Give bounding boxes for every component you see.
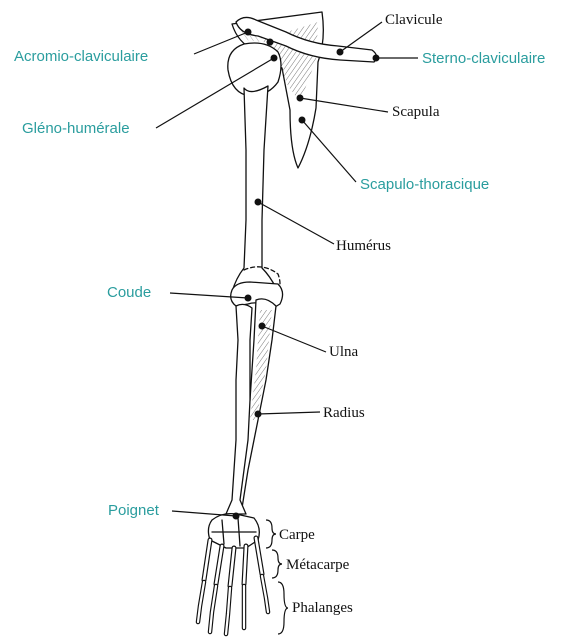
label-clavicule: Clavicule	[385, 11, 442, 29]
humerus-bone	[232, 86, 276, 292]
clavicule-leader	[340, 22, 382, 52]
scapulo-thoracique-dot	[299, 117, 306, 124]
scapula-dot	[297, 95, 304, 102]
radius-leader	[258, 412, 320, 414]
radius-dot	[255, 411, 262, 418]
label-carpe: Carpe	[279, 526, 315, 544]
acromio-claviculaire-dot	[245, 29, 252, 36]
humerus-dot	[255, 199, 262, 206]
poignet-dot	[233, 513, 240, 520]
ulna-dot	[259, 323, 266, 330]
label-sterno-claviculaire: Sterno-claviculaire	[422, 50, 545, 68]
label-metacarpe: Métacarpe	[286, 556, 349, 574]
coude-dot	[245, 295, 252, 302]
carpe-bracket	[266, 520, 276, 548]
sterno-claviculaire-dot	[373, 55, 380, 62]
label-ulna: Ulna	[329, 343, 358, 361]
label-scapula: Scapula	[392, 103, 439, 121]
label-radius: Radius	[323, 404, 365, 422]
clavicule-dot	[337, 49, 344, 56]
label-gleno-humerale: Gléno-humérale	[22, 120, 130, 138]
label-acromio-claviculaire: Acromio-claviculaire	[14, 48, 148, 66]
label-humerus: Humérus	[336, 237, 391, 255]
label-poignet: Poignet	[108, 502, 159, 520]
acromion-dot	[267, 39, 274, 46]
radius-bone	[226, 304, 252, 514]
label-phalanges: Phalanges	[292, 599, 353, 617]
label-coude: Coude	[107, 284, 151, 302]
phalanx-bones	[198, 576, 268, 634]
gleno-humerale-dot	[271, 55, 278, 62]
label-scapulo-thoracique: Scapulo-thoracique	[360, 176, 489, 194]
scapulo-thoracique-leader	[302, 120, 356, 182]
metacarpe-bracket	[272, 550, 282, 578]
phalanges-bracket	[278, 582, 288, 634]
humerus-leader	[258, 202, 334, 244]
